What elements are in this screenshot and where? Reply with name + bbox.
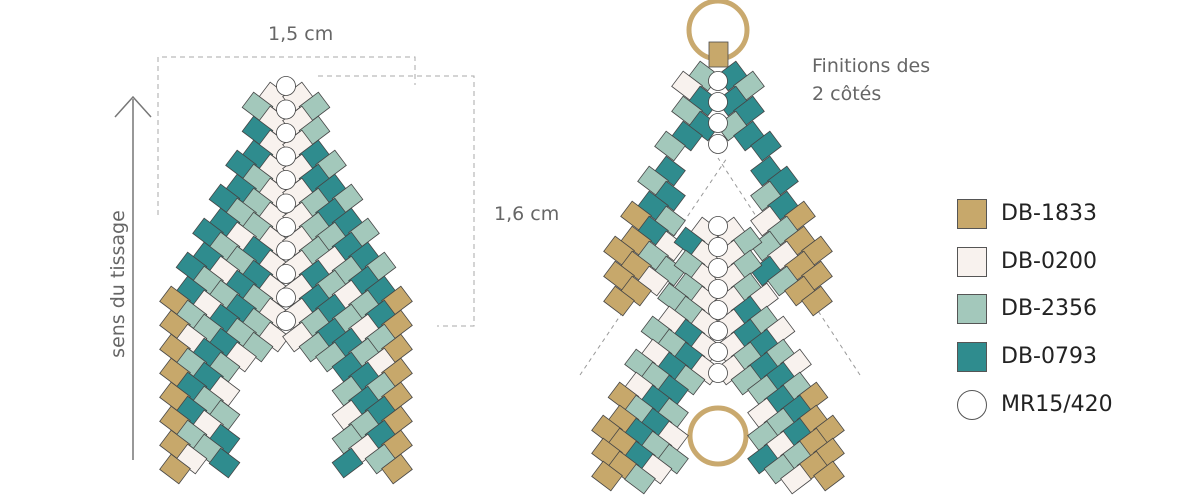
tila-bead	[159, 453, 191, 485]
round-bead	[276, 99, 296, 120]
finishing-note-line-2: 2 côtés	[812, 83, 882, 105]
legend-swatch	[957, 199, 987, 229]
tila-bead	[750, 130, 782, 162]
round-bead	[708, 134, 728, 154]
round-bead	[276, 287, 296, 308]
legend-swatch	[957, 342, 987, 372]
legend-item-db-1833: DB-1833	[953, 197, 1173, 233]
tila-bead	[624, 463, 656, 495]
bead-pattern	[159, 60, 845, 495]
round-bead	[708, 71, 728, 91]
legend-swatch	[957, 294, 987, 324]
legend-item-db-0793: DB-0793	[953, 340, 1173, 376]
height-dimension-label: 1,6 cm	[494, 203, 560, 225]
legend-swatch	[957, 247, 987, 277]
tila-bead	[654, 130, 686, 162]
round-bead	[708, 237, 728, 257]
legend-swatch	[957, 390, 987, 420]
bottom-jump-ring	[687, 405, 749, 467]
round-bead	[276, 264, 296, 284]
weaving-direction-label: sens du tissage	[107, 210, 129, 358]
round-bead	[708, 363, 728, 383]
legend-label: DB-2356	[1001, 296, 1097, 321]
tila-bead	[591, 460, 623, 492]
finishing-note-line-1: Finitions des	[812, 55, 931, 77]
legend-label: DB-0793	[1001, 344, 1097, 369]
tila-bead	[208, 447, 241, 479]
tila-bead	[780, 463, 812, 495]
legend-item-mr15-420: MR15/420	[953, 388, 1173, 424]
tila-bead	[381, 453, 413, 485]
round-bead	[708, 279, 728, 299]
round-bead	[708, 342, 728, 362]
height-guide-line	[318, 75, 475, 327]
round-bead	[276, 146, 296, 167]
round-bead	[276, 170, 296, 190]
tila-bead	[813, 460, 845, 492]
weaving-direction-arrow	[114, 95, 152, 460]
ring-connector-bead	[708, 41, 729, 68]
round-bead	[276, 123, 296, 143]
round-bead	[276, 193, 296, 214]
tila-bead	[801, 285, 833, 317]
legend-label: MR15/420	[1001, 392, 1113, 417]
tila-bead	[331, 447, 364, 479]
tila-bead	[603, 285, 635, 317]
round-bead	[708, 300, 728, 320]
round-bead	[708, 216, 728, 236]
round-bead	[708, 321, 728, 341]
legend-item-db-0200: DB-0200	[953, 245, 1173, 281]
round-bead	[708, 258, 728, 278]
round-bead	[708, 113, 728, 133]
round-bead	[276, 240, 296, 261]
round-bead	[276, 76, 296, 96]
legend-item-db-2356: DB-2356	[953, 292, 1173, 328]
legend-label: DB-0200	[1001, 249, 1097, 274]
round-bead	[276, 217, 296, 237]
round-bead	[276, 311, 296, 331]
width-dimension-label: 1,5 cm	[268, 23, 334, 45]
legend-label: DB-1833	[1001, 201, 1097, 226]
round-bead	[708, 92, 728, 112]
